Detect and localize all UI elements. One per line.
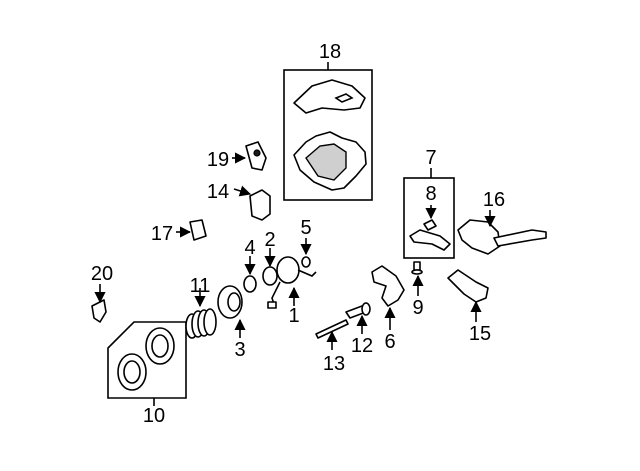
part-3-hub bbox=[227, 292, 241, 312]
part-14 bbox=[249, 189, 271, 221]
callout-3: 3 bbox=[234, 339, 245, 361]
part-1-wire bbox=[271, 281, 281, 305]
part-1-body bbox=[276, 256, 300, 284]
callout-1: 1 bbox=[288, 305, 299, 327]
part-4 bbox=[243, 275, 257, 293]
part-6 bbox=[371, 265, 405, 330]
callout-10: 10 bbox=[143, 405, 165, 427]
upper-shroud-detail bbox=[334, 93, 354, 103]
part-8-pin bbox=[423, 219, 437, 231]
callout-5: 5 bbox=[300, 217, 311, 239]
callout-20: 20 bbox=[91, 263, 113, 285]
callout-14: 14 bbox=[207, 181, 229, 203]
bearing-2-inner bbox=[151, 334, 169, 358]
part-9 bbox=[411, 261, 424, 296]
part-19-hole bbox=[253, 149, 261, 157]
part-1-wire-2 bbox=[297, 269, 317, 277]
part-9-head bbox=[411, 269, 423, 275]
part-10-outline bbox=[107, 321, 187, 399]
part-14-arrow bbox=[233, 185, 252, 197]
part-5 bbox=[301, 256, 311, 268]
part-13-rod bbox=[315, 319, 349, 339]
part-2 bbox=[262, 266, 278, 286]
callout-11: 11 bbox=[190, 275, 211, 297]
part-7-box bbox=[403, 177, 455, 259]
part-9-screw bbox=[413, 261, 421, 271]
part-15-switch bbox=[447, 269, 489, 303]
callout-13: 13 bbox=[323, 353, 345, 375]
part-12 bbox=[345, 302, 371, 334]
part-13 bbox=[315, 319, 349, 350]
part-11-spring bbox=[185, 288, 217, 339]
part-17 bbox=[189, 219, 207, 241]
callout-4: 4 bbox=[244, 237, 255, 259]
upper-shroud bbox=[293, 79, 366, 114]
part-3 bbox=[217, 285, 246, 338]
part-18-shroud-group bbox=[283, 62, 373, 201]
callout-12: 12 bbox=[351, 335, 373, 357]
callout-18: 18 bbox=[319, 41, 341, 63]
callout-8: 8 bbox=[425, 183, 436, 205]
callout-7: 7 bbox=[425, 147, 436, 169]
callout-15: 15 bbox=[469, 323, 491, 345]
part-15 bbox=[447, 269, 489, 322]
part-16-body bbox=[457, 219, 501, 255]
part-7-group bbox=[403, 168, 455, 259]
lower-shroud-inner bbox=[305, 143, 347, 181]
bearing-1-inner bbox=[123, 360, 141, 384]
part-16 bbox=[457, 210, 547, 255]
callout-17: 17 bbox=[151, 223, 173, 245]
callout-16: 16 bbox=[483, 189, 505, 211]
part-16-stalk bbox=[493, 229, 547, 247]
part-20 bbox=[91, 299, 107, 323]
callout-9: 9 bbox=[412, 297, 423, 319]
part-1-connector bbox=[267, 301, 277, 309]
part-1 bbox=[267, 256, 317, 309]
part-7-key bbox=[409, 229, 451, 251]
part-6-body bbox=[371, 265, 405, 307]
part-12-head bbox=[361, 302, 371, 316]
part-10-group bbox=[107, 321, 187, 406]
coil-4 bbox=[203, 308, 217, 336]
callout-19: 19 bbox=[207, 149, 229, 171]
callout-6: 6 bbox=[384, 331, 395, 353]
callout-2: 2 bbox=[264, 229, 275, 251]
